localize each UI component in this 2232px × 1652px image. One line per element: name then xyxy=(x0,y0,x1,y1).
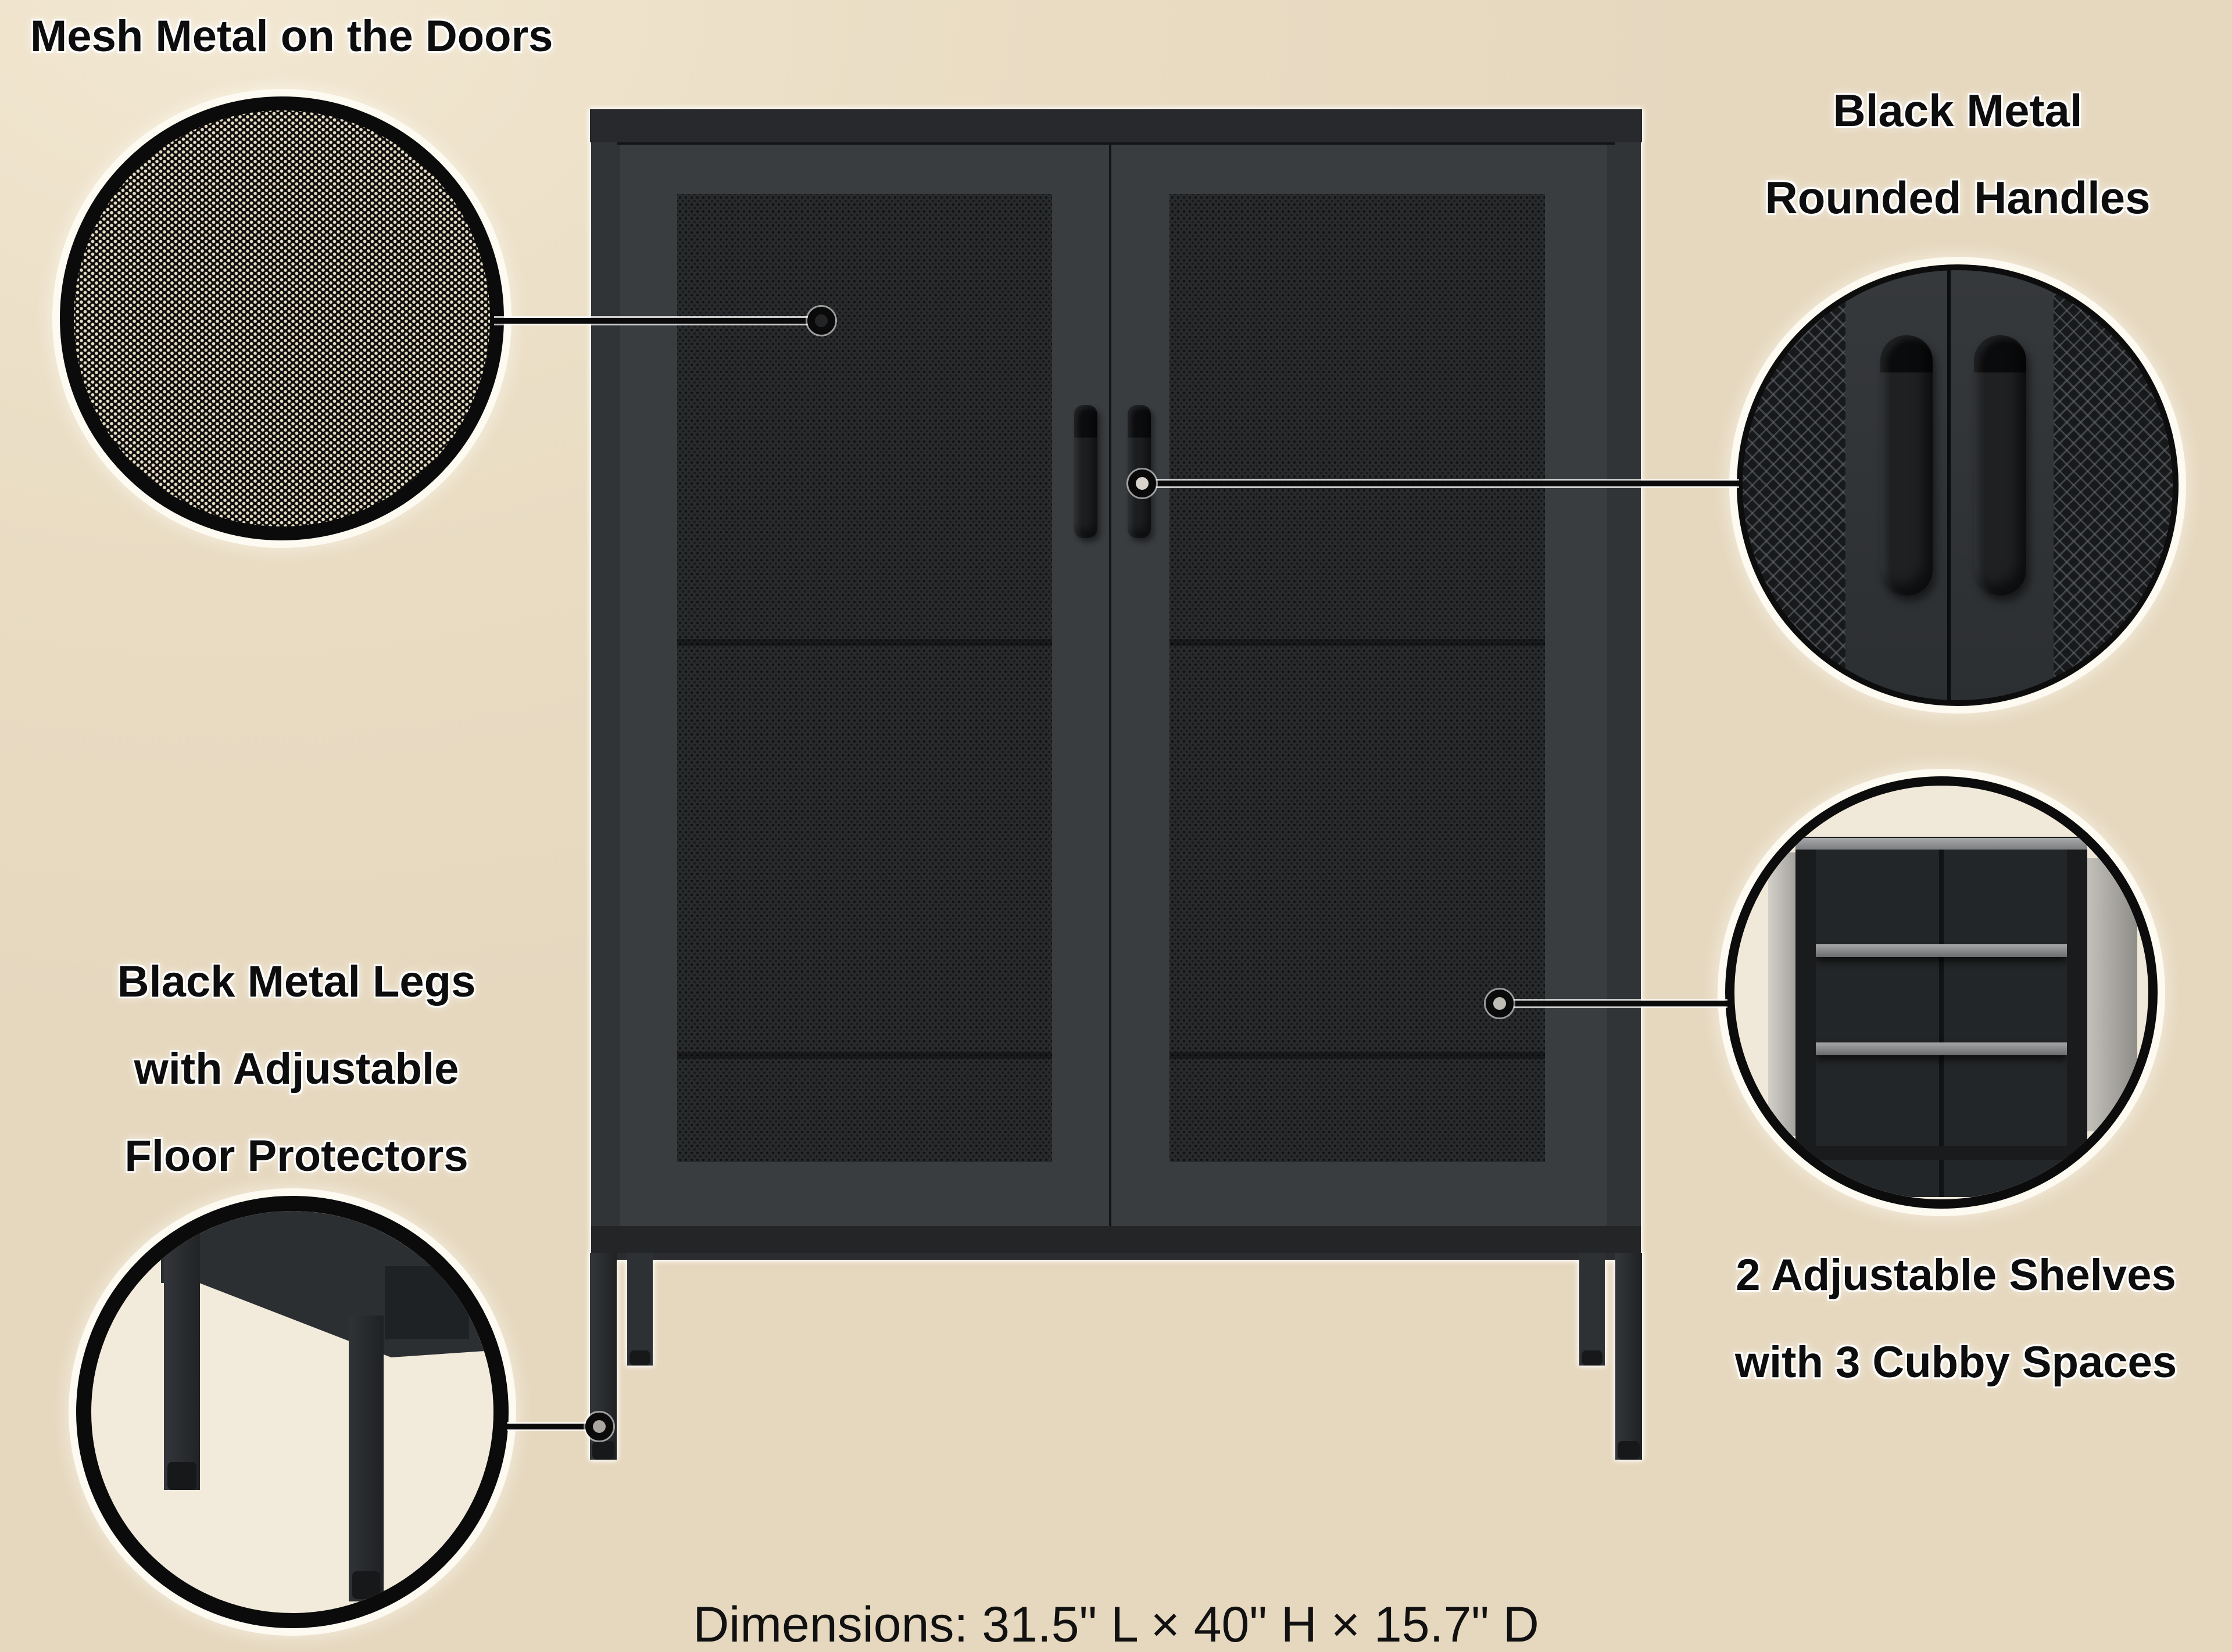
cabinet-leg-back-right xyxy=(1579,1253,1605,1366)
cabinet-base-bar xyxy=(613,1253,1619,1260)
label-legs-line2: with Adjustable xyxy=(134,1044,459,1094)
shelf-shadow-left-lower xyxy=(677,1052,1052,1059)
detail-cabinet-interior xyxy=(1795,837,2087,1197)
floor-protector xyxy=(1582,1350,1603,1366)
detail-floor-protector xyxy=(352,1571,380,1599)
shelves-detail-circle xyxy=(1725,776,2158,1209)
label-mesh-doors: Mesh Metal on the Doors xyxy=(30,12,553,61)
handles-detail-circle xyxy=(1737,264,2179,706)
floor-protector xyxy=(592,1441,614,1460)
legs-detail-image xyxy=(91,1211,493,1613)
label-legs-line1: Black Metal Legs xyxy=(117,957,476,1006)
detail-cabinet-underside xyxy=(385,1266,469,1339)
door-handle-left xyxy=(1074,405,1097,538)
callout-point-icon xyxy=(585,1413,613,1440)
cabinet-leg-front-right xyxy=(1615,1253,1642,1460)
label-handles-line2: Rounded Handles xyxy=(1765,172,2151,223)
callout-point-icon xyxy=(1128,470,1156,497)
cabinet-left-frame xyxy=(591,142,620,1226)
callout-point-icon xyxy=(807,307,835,335)
mesh-door-panel-right xyxy=(1169,194,1545,1162)
detail-floor-protector xyxy=(167,1462,196,1490)
legs-detail-circle xyxy=(76,1196,509,1628)
detail-frame-bottom xyxy=(1795,1146,2087,1160)
cabinet-top-seam xyxy=(617,142,1615,145)
mesh-detail-circle xyxy=(60,96,504,540)
floor-protector xyxy=(629,1350,650,1366)
cabinet-image xyxy=(590,107,1642,1461)
detail-handle-right xyxy=(1974,335,2026,596)
shelf-shadow-right-lower xyxy=(1169,1052,1545,1059)
connector-line-handles xyxy=(1156,481,1739,486)
label-legs: Black Metal Legs with Adjustable Floor P… xyxy=(64,938,529,1200)
shelf-shadow-right-upper xyxy=(1169,639,1545,646)
shelf-shadow-left-upper xyxy=(677,639,1052,646)
label-shelves-line2: with 3 Cubby Spaces xyxy=(1734,1338,2177,1387)
adjustable-shelf xyxy=(1816,1042,2067,1055)
label-handles: Black Metal Rounded Handles xyxy=(1667,67,2232,241)
label-shelves-line1: 2 Adjustable Shelves xyxy=(1736,1250,2176,1300)
handles-detail-image xyxy=(1743,270,2173,700)
detail-open-door-right xyxy=(2081,858,2137,1131)
shelves-detail-image xyxy=(1734,786,2148,1199)
connector-line-mesh xyxy=(494,318,811,324)
label-handles-line1: Black Metal xyxy=(1833,85,2083,136)
cabinet-leg-back-left xyxy=(627,1253,653,1366)
detail-frame-right xyxy=(2067,850,2087,1160)
dimensions-text: Dimensions: 31.5" L × 40" H × 15.7" D xyxy=(693,1597,1539,1652)
detail-leg-back xyxy=(349,1316,384,1601)
adjustable-shelf xyxy=(1816,944,2067,957)
detail-cubby-area xyxy=(1816,850,2067,1197)
connector-line-shelves xyxy=(1514,1001,1727,1006)
detail-leg-front xyxy=(164,1211,200,1490)
detail-top-cap xyxy=(1795,838,2087,850)
cabinet-top-cap xyxy=(590,109,1642,142)
mesh-door-panel-left xyxy=(677,194,1052,1162)
floor-protector xyxy=(1618,1441,1640,1460)
detail-handle-left xyxy=(1880,335,1933,596)
label-shelves: 2 Adjustable Shelves with 3 Cubby Spaces xyxy=(1665,1232,2232,1406)
cabinet-right-frame xyxy=(1607,142,1641,1226)
label-legs-line3: Floor Protectors xyxy=(124,1131,468,1181)
detail-frame-left xyxy=(1795,850,1816,1160)
detail-open-door-left xyxy=(1768,852,1801,1136)
callout-point-icon xyxy=(1486,990,1514,1017)
connector-line-legs xyxy=(507,1424,586,1429)
cabinet-bottom-rail xyxy=(591,1226,1641,1253)
detail-door-gap xyxy=(1947,270,1951,700)
door-gap xyxy=(1109,142,1111,1226)
detail-center-seam xyxy=(1939,850,1944,1197)
